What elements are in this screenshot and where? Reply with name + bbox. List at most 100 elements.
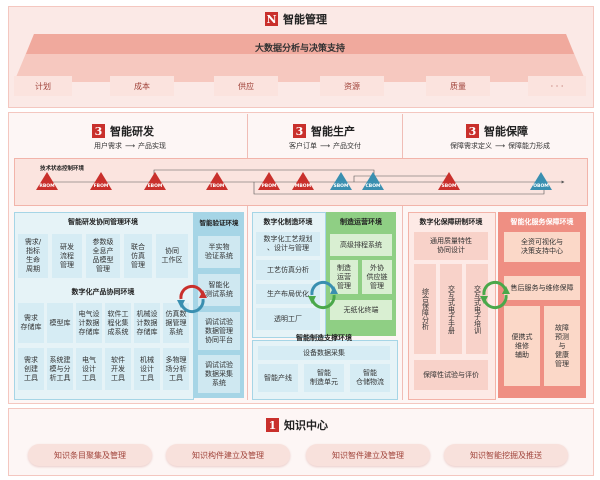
rd-tool-cell: 软件 开发 工具: [105, 348, 131, 390]
rd-title: 智能研发: [110, 125, 154, 138]
knowledge-item[interactable]: 知识构件建立及管理: [166, 444, 290, 466]
management-title: 智能管理: [283, 13, 327, 26]
knowledge-item[interactable]: 知识智能挖掘及推送: [444, 444, 568, 466]
knowledge-item[interactable]: 知识智件建立及管理: [306, 444, 430, 466]
management-badge: N: [265, 12, 278, 26]
arrow-icon: ⟶: [494, 142, 506, 150]
guar-flow-start: 保障需求定义: [449, 142, 492, 150]
milestone: EBOM: [144, 172, 166, 194]
rd-verify-cell: 半实物 验证系统: [198, 236, 240, 268]
tab-cost[interactable]: 成本: [110, 76, 174, 96]
triangle-icon: [292, 172, 314, 190]
arrow-icon: ⟶: [124, 142, 136, 150]
prod-mfg-cell: 工艺仿真分析: [256, 260, 320, 280]
guar-flow: 保障需求定义 ⟶ 保障能力形成: [410, 141, 590, 151]
tab-plan[interactable]: 计划: [14, 76, 72, 96]
tab-supply[interactable]: 供应: [214, 76, 278, 96]
rd-store-cell: 机械设 计数据 存储库: [134, 303, 160, 343]
milestone: OBOM: [530, 172, 552, 194]
milestone: RBOM: [36, 172, 58, 194]
milestone-label: TBOM: [209, 184, 225, 189]
triangle-icon: [530, 172, 552, 190]
prod-flow-end: 产品交付: [333, 142, 362, 150]
rd-store-cell: 软件工 程化集 成系统: [105, 303, 131, 343]
arrow-icon: ⟶: [319, 142, 331, 150]
milestone: SBOM: [438, 172, 460, 194]
rd-store-cell: 模型库: [47, 303, 73, 343]
prod-support-cell: 智能 仓储物流: [350, 364, 390, 392]
triangle-icon: [330, 172, 352, 190]
prod-mfg-cell: 数字化工艺规划 、设计与管理: [256, 232, 320, 256]
milestone: FBOM: [90, 172, 112, 194]
tab-more[interactable]: · · ·: [528, 76, 586, 96]
milestone-label: PBOM: [261, 184, 277, 189]
rd-tool-cell: 电气 设计 工具: [76, 348, 102, 390]
prod-mfg-cell: 透明工厂: [256, 308, 320, 330]
milestone-label: RBOM: [39, 184, 55, 189]
cycle-icon: [177, 284, 207, 314]
guar-svc-cell: 便携式 维修 辅助: [504, 306, 540, 386]
prod-support-cell: 智能产线: [258, 364, 298, 392]
divider-2: [402, 114, 403, 400]
guar-dev-col: 综合保障分析: [414, 264, 436, 354]
guar-flow-end: 保障能力形成: [508, 142, 551, 150]
prod-ops-cell: 无纸化终端: [330, 300, 392, 320]
rd-product-title: 数字化产品协同环境: [71, 288, 135, 296]
rd-store-cell: 电气设 计数据 存储库: [76, 303, 102, 343]
rd-verify-cell: 调试试验 数据管理 协同平台: [198, 312, 240, 350]
management-tabs: 计划 成本 供应 资源 质量 · · ·: [14, 76, 586, 96]
prod-flow: 客户订单 ⟶ 产品交付: [255, 141, 395, 151]
rd-collab-cell: 参数级 全息产 品模型 管理: [86, 234, 120, 278]
rd-store-cell: 需求 存储库: [18, 303, 44, 343]
rd-badge: 3: [92, 124, 105, 138]
triangle-icon: [362, 172, 384, 190]
guar-dev-col: 交互式电子培训: [466, 264, 488, 354]
cycle-icon: [480, 280, 510, 310]
prod-support-top: 设备数据采集: [258, 346, 390, 360]
triangle-icon: [438, 172, 460, 190]
guar-dev-bottom: 保障性试验与评价: [414, 360, 488, 390]
rd-verify-cell: 调试试验 数据采集 系统: [198, 355, 240, 393]
milestone-label: OBOM: [533, 184, 549, 189]
guar-svc-mid: 售后服务与维修保障: [504, 276, 580, 300]
rd-verify-cell: 智能化 测试系统: [198, 274, 240, 306]
milestone: PBOM: [258, 172, 280, 194]
guar-svc-top: 全资可视化与 决策支持中心: [504, 232, 580, 262]
triangle-icon: [90, 172, 112, 190]
rd-collab-cell: 协同 工作区: [156, 234, 188, 278]
rd-tool-cell: 机械 设计 工具: [134, 348, 160, 390]
milestone-label: SBOM: [333, 184, 349, 189]
knowledge-badge: 1: [266, 418, 279, 432]
guar-svc-cell: 故障 预测 与 健康 管理: [544, 306, 580, 386]
guar-dev-col: 交互式电子手册: [440, 264, 462, 354]
milestone: CBOM: [362, 172, 384, 194]
triangle-icon: [144, 172, 166, 190]
milestone-label: CBOM: [365, 184, 381, 189]
milestone-label: MBOM: [294, 184, 312, 189]
rd-flow-end: 产品实现: [138, 142, 167, 150]
guar-dev-top: 通用质量特性 协同设计: [414, 232, 488, 260]
triangle-icon: [206, 172, 228, 190]
banner-text: 大数据分析与决策支持: [254, 43, 345, 54]
prod-badge: 3: [293, 124, 306, 138]
rd-collab-cell: 需求/ 指标 生命 周期: [18, 234, 48, 278]
prod-flow-start: 客户订单: [288, 142, 317, 150]
banner-shape: [14, 34, 586, 82]
prod-support-title: 智能制造支撑环境: [296, 334, 352, 342]
milestone-label: FBOM: [93, 184, 109, 189]
rd-flow: 用户需求 ⟶ 产品实现: [60, 141, 200, 151]
tab-quality[interactable]: 质量: [426, 76, 490, 96]
rd-flow-start: 用户需求: [93, 142, 122, 150]
milestone: SBOM: [330, 172, 352, 194]
prod-title: 智能生产: [311, 125, 355, 138]
rd-collab-cell: 研发 流程 管理: [52, 234, 82, 278]
knowledge-item[interactable]: 知识条目聚集及管理: [28, 444, 152, 466]
tab-resource[interactable]: 资源: [320, 76, 384, 96]
guar-title: 智能保障: [484, 125, 528, 138]
timeline-label: 技术状态控制环境: [40, 166, 85, 172]
guar-svc-title: 智能化服务保障环境: [510, 218, 574, 226]
rd-collab-cell: 联合 仿真 管理: [124, 234, 152, 278]
prod-support-cell: 智能 制造单元: [304, 364, 344, 392]
triangle-icon: [36, 172, 58, 190]
rd-verify-title: 智能验证环境: [199, 219, 239, 227]
